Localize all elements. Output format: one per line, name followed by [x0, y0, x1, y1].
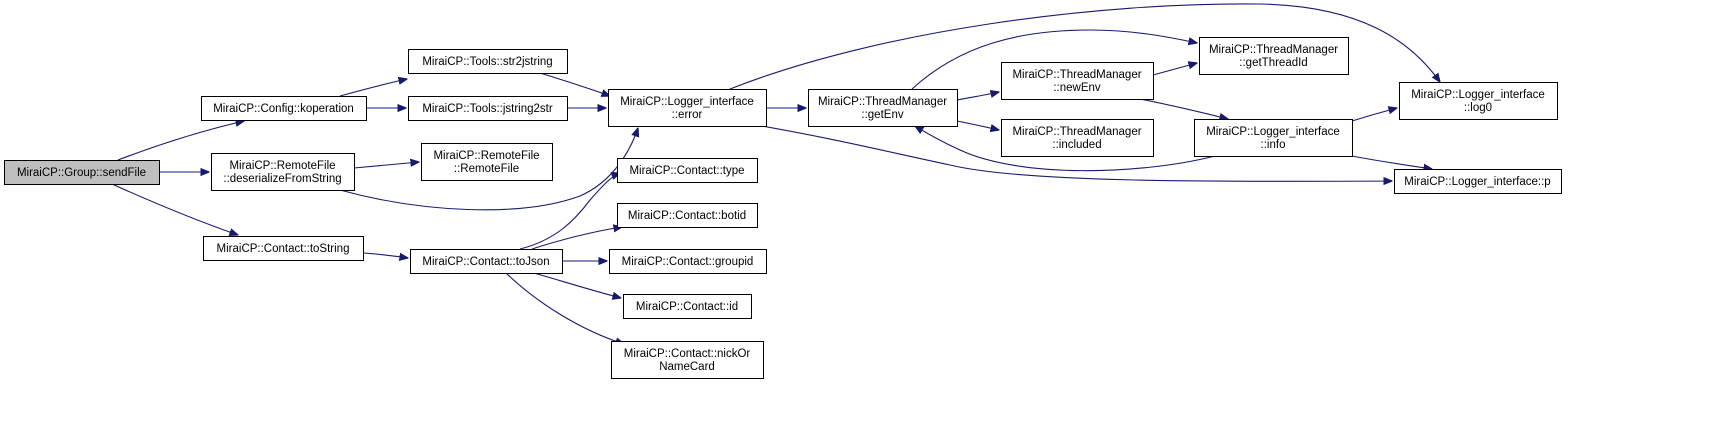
node-box: [421, 143, 553, 181]
edge-threadmanager-getenv-to-threadmanager-included: [956, 120, 999, 130]
node-threadmanager-getenv[interactable]: MiraiCP::ThreadManager::getEnv: [808, 89, 958, 127]
node-label-line: MiraiCP::Logger_interface::p: [1404, 176, 1550, 188]
edge-remotefile-deserialize-to-remotefile-remotefile: [353, 162, 419, 169]
node-box: [1394, 169, 1562, 194]
node-box: [1001, 119, 1154, 157]
node-label-line: ::log0: [1464, 102, 1492, 114]
node-contact-tojson[interactable]: MiraiCP::Contact::toJson: [410, 249, 563, 274]
edge-logger-info-to-logger-p: [1351, 155, 1432, 169]
edge-contact-tojson-to-contact-nickorname: [505, 272, 624, 344]
edge-threadmanager-newenv-to-logger-info: [1139, 98, 1228, 119]
node-logger-p[interactable]: MiraiCP::Logger_interface::p: [1394, 169, 1562, 194]
edge-threadmanager-getenv-to-threadmanager-getthreadid: [911, 29, 1197, 90]
edge-threadmanager-getenv-to-threadmanager-newenv: [956, 92, 999, 101]
node-label-line: MiraiCP::Contact::id: [636, 301, 738, 313]
node-label-line: MiraiCP::ThreadManager: [1012, 69, 1141, 81]
node-box: [1194, 119, 1353, 157]
edge-group-sendfile-to-contact-tostring: [111, 183, 238, 235]
edge-logger-error-to-logger-log0: [729, 3, 1440, 90]
node-label-line: MiraiCP::Contact::toString: [217, 243, 350, 255]
node-label-line: MiraiCP::ThreadManager: [818, 96, 947, 108]
edge-tools-str2jstring-to-logger-error: [539, 72, 610, 96]
node-label-line: MiraiCP::ThreadManager: [1012, 126, 1141, 138]
edge-contact-tostring-to-contact-tojson: [362, 252, 408, 258]
node-config-koperation[interactable]: MiraiCP::Config::koperation: [201, 96, 367, 121]
node-box: [1399, 82, 1558, 120]
node-contact-id[interactable]: MiraiCP::Contact::id: [623, 294, 752, 319]
node-label-line: MiraiCP::Config::koperation: [213, 103, 354, 115]
node-remotefile-remotefile[interactable]: MiraiCP::RemoteFile::RemoteFile: [421, 143, 553, 181]
node-box: [408, 49, 568, 74]
node-label-line: ::newEnv: [1053, 82, 1101, 94]
node-label-line: MiraiCP::Logger_interface: [1411, 89, 1545, 101]
node-tools-jstring2str[interactable]: MiraiCP::Tools::jstring2str: [408, 96, 568, 121]
node-label-line: MiraiCP::Group::sendFile: [17, 167, 146, 179]
node-label-line: ::getThreadId: [1239, 57, 1307, 69]
node-threadmanager-included[interactable]: MiraiCP::ThreadManager::included: [1001, 119, 1154, 157]
node-box: [203, 236, 364, 261]
node-box: [211, 153, 355, 191]
node-label-line: MiraiCP::Contact::botid: [628, 210, 746, 222]
node-label-line: MiraiCP::Logger_interface: [1206, 126, 1340, 138]
node-box: [1001, 62, 1154, 100]
node-box: [201, 96, 367, 121]
node-box: [609, 249, 767, 274]
edge-logger-error-to-logger-p: [761, 125, 1392, 181]
node-label-line: MiraiCP::ThreadManager: [1209, 44, 1338, 56]
node-threadmanager-newenv[interactable]: MiraiCP::ThreadManager::newEnv: [1001, 62, 1154, 100]
node-box: [617, 203, 758, 228]
node-label-line: MiraiCP::Tools::jstring2str: [422, 103, 553, 115]
node-label-line: MiraiCP::Contact::toJson: [422, 256, 549, 268]
node-label-line: ::included: [1052, 139, 1101, 151]
node-box: [4, 160, 160, 185]
node-box: [617, 158, 758, 183]
node-tools-str2jstring[interactable]: MiraiCP::Tools::str2jstring: [408, 49, 568, 74]
edge-logger-info-to-threadmanager-getenv: [915, 126, 1216, 172]
node-label-line: MiraiCP::Contact::groupid: [622, 256, 754, 268]
node-label-line: MiraiCP::Tools::str2jstring: [422, 56, 552, 68]
node-threadmanager-getthreadid[interactable]: MiraiCP::ThreadManager::getThreadId: [1199, 37, 1349, 75]
node-box: [1199, 37, 1349, 75]
node-contact-tostring[interactable]: MiraiCP::Contact::toString: [203, 236, 364, 261]
node-contact-groupid[interactable]: MiraiCP::Contact::groupid: [609, 249, 767, 274]
node-box: [608, 89, 767, 127]
node-label-line: ::getEnv: [861, 109, 903, 121]
edge-contact-tojson-to-contact-botid: [531, 227, 622, 250]
nodes-layer: MiraiCP::Group::sendFile MiraiCP::Config:…: [4, 37, 1562, 379]
node-box: [410, 249, 563, 274]
node-label-line: MiraiCP::Contact::type: [629, 165, 744, 177]
node-box: [808, 89, 958, 127]
node-contact-type[interactable]: MiraiCP::Contact::type: [617, 158, 758, 183]
node-box: [611, 341, 764, 379]
edges-layer: [111, 3, 1440, 344]
node-label-line: ::info: [1261, 139, 1286, 151]
edge-threadmanager-newenv-to-threadmanager-getthreadid: [1152, 63, 1197, 76]
node-remotefile-deserialize[interactable]: MiraiCP::RemoteFile::deserializeFromStri…: [211, 153, 355, 191]
node-logger-error[interactable]: MiraiCP::Logger_interface::error: [608, 89, 767, 127]
node-label-line: ::deserializeFromString: [223, 173, 341, 185]
node-logger-log0[interactable]: MiraiCP::Logger_interface::log0: [1399, 82, 1558, 120]
node-label-line: MiraiCP::RemoteFile: [229, 160, 335, 172]
node-box: [408, 96, 568, 121]
node-label-line: MiraiCP::RemoteFile: [433, 150, 539, 162]
edge-contact-tojson-to-contact-id: [533, 272, 621, 298]
node-logger-info[interactable]: MiraiCP::Logger_interface::info: [1194, 119, 1353, 157]
node-label-line: ::error: [672, 109, 703, 121]
edge-contact-tojson-to-contact-type: [519, 173, 620, 250]
node-contact-botid[interactable]: MiraiCP::Contact::botid: [617, 203, 758, 228]
node-label-line: MiraiCP::Logger_interface: [620, 96, 754, 108]
node-label-line: NameCard: [659, 361, 715, 373]
node-label-line: ::RemoteFile: [454, 163, 519, 175]
node-label-line: MiraiCP::Contact::nickOr: [624, 348, 751, 360]
edge-group-sendfile-to-config-koperation: [117, 121, 244, 161]
node-box: [623, 294, 752, 319]
node-group-sendfile: MiraiCP::Group::sendFile: [4, 160, 160, 185]
edge-config-koperation-to-tools-str2jstring: [339, 79, 407, 97]
edge-logger-info-to-logger-log0: [1351, 108, 1397, 122]
